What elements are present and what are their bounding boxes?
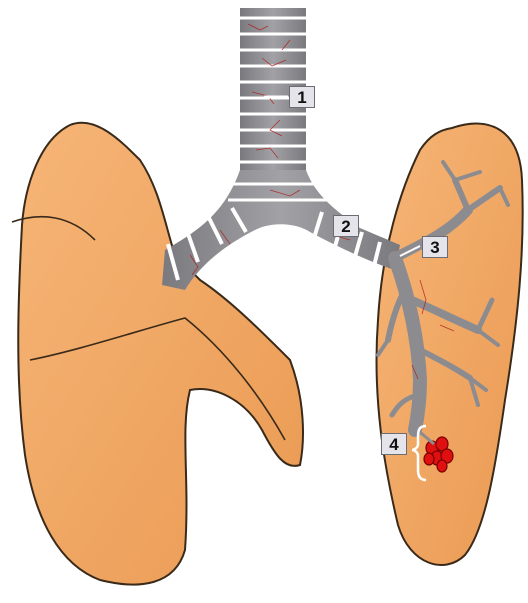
label-2-bronchus: 2 xyxy=(333,215,359,237)
label-1-trachea: 1 xyxy=(289,86,315,108)
carina xyxy=(162,170,400,290)
label-4-alveoli: 4 xyxy=(381,433,407,455)
label-3-bronchiole: 3 xyxy=(422,236,448,258)
